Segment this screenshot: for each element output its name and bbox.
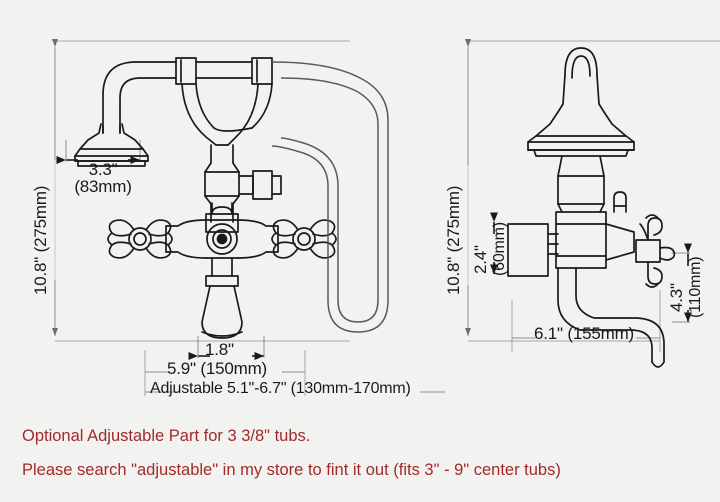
spout-drop-mm-label: (110mm) xyxy=(687,256,704,318)
center-spacing-label: 5.9" (150mm) xyxy=(167,359,267,378)
spout-drop-label: 4.3" xyxy=(667,283,686,312)
flange-height-mm-label: (60mm) xyxy=(491,222,508,276)
right-overall-height-label: 10.8" (275mm) xyxy=(444,185,463,295)
spout-reach-label: 6.1" (155mm) xyxy=(534,324,634,343)
adjustable-range-label: Adjustable 5.1"-6.7" (130mm-170mm) xyxy=(150,380,411,397)
note-line-2: Please search "adjustable" in my store t… xyxy=(22,461,561,479)
spout-width-label: 1.8" xyxy=(205,340,234,359)
shower-head-diameter-mm: (83mm) xyxy=(74,177,132,196)
shower-head-diameter-label: 3.3" (83mm) xyxy=(70,161,136,195)
flange-height-label: 2.4" xyxy=(471,245,490,274)
note-line-1: Optional Adjustable Part for 3 3/8" tubs… xyxy=(22,427,311,445)
left-overall-height-label: 10.8" (275mm) xyxy=(31,185,50,295)
shower-head-diameter-inches: 3.3" xyxy=(88,160,118,179)
